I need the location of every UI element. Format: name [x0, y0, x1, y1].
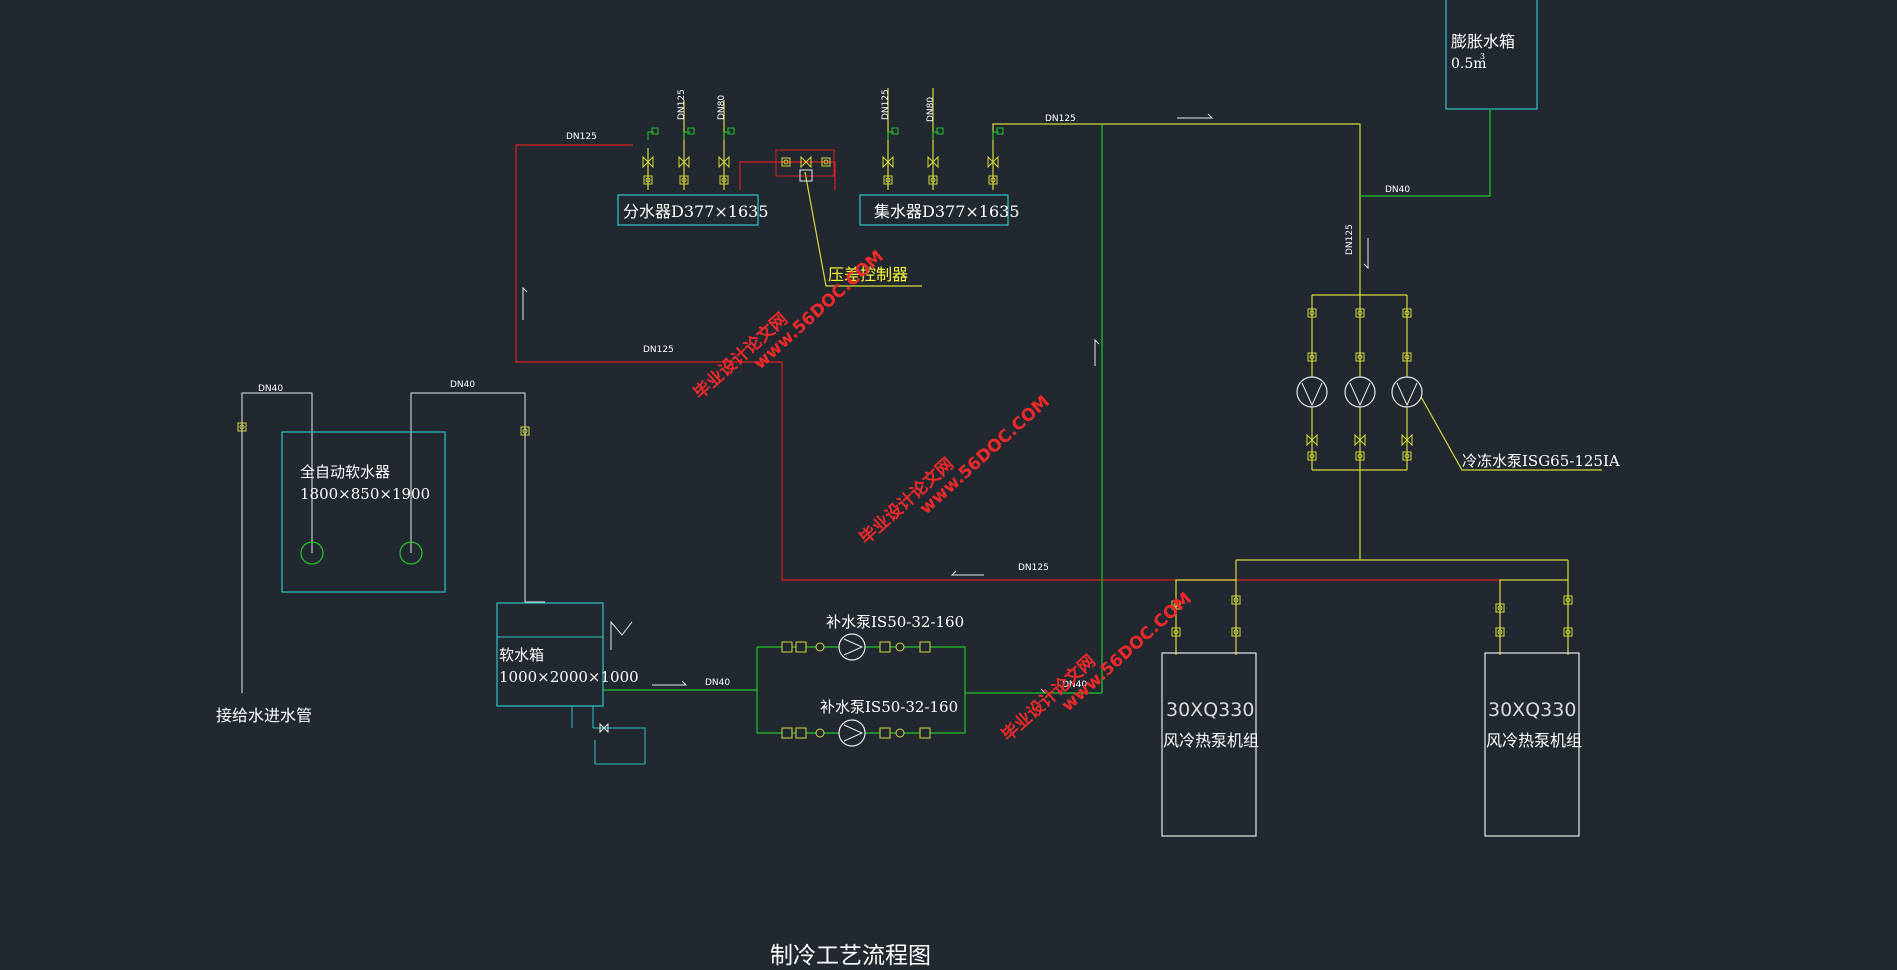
- heat-pump-unit-2: 30XQ330 风冷热泵机组: [1484, 595, 1582, 837]
- pipe-label-coll-branch-1: DN125: [881, 89, 891, 120]
- water-collector: 集水器D377×1635: [859, 194, 1020, 226]
- makeup-pump-2-label: 补水泵IS50-32-160: [820, 698, 958, 716]
- water-inlet-label: 接给水进水管: [216, 706, 312, 725]
- softener-valves: [237, 422, 609, 734]
- pipe-label-softener-out: DN40: [450, 380, 475, 390]
- water-softener: 全自动软水器 1800×850×1900: [281, 431, 446, 593]
- expansion-tank-name: 膨胀水箱: [1451, 32, 1515, 51]
- unit-1-model: 30XQ330: [1166, 699, 1254, 721]
- pipe-label-dist-main: DN125: [566, 132, 597, 142]
- pipe-label-softener-in: DN40: [258, 384, 283, 394]
- chilled-water-pumps: 冷冻水泵ISG65-125IA: [1296, 308, 1620, 470]
- unit-1-name: 风冷热泵机组: [1163, 731, 1259, 750]
- chilled-pump-1: [1296, 376, 1328, 408]
- heat-pump-unit-1: 30XQ330 风冷热泵机组: [1161, 595, 1259, 837]
- watermark-url-3: www.56DOC.COM: [1058, 589, 1196, 716]
- pipe-label-coll-main: DN125: [1045, 114, 1076, 124]
- pipe-labels: DN125 DN125 DN80 DN125 DN80 DN125 DN40 D…: [258, 89, 1410, 690]
- makeup-pump-1-label: 补水泵IS50-32-160: [826, 613, 964, 631]
- unit-2-name: 风冷热泵机组: [1486, 731, 1582, 750]
- diagram-title: 制冷工艺流程图: [770, 943, 931, 969]
- unit-2-model: 30XQ330: [1488, 699, 1576, 721]
- expansion-tank-volume-sup: 3: [1480, 52, 1485, 61]
- chilled-pump-3: [1391, 376, 1423, 408]
- pipe-label-exp-line: DN40: [1385, 185, 1410, 195]
- pipe-label-dist-branch-2: DN80: [717, 95, 727, 120]
- makeup-pump-2: 补水泵IS50-32-160: [781, 698, 958, 747]
- watermarks: 毕业设计论文网 www.56DOC.COM 毕业设计论文网 www.56DOC.…: [689, 247, 1196, 746]
- soft-tank-name: 软水箱: [499, 646, 544, 664]
- makeup-pump-1: 补水泵IS50-32-160: [781, 613, 964, 661]
- chilled-pump-2: [1344, 376, 1376, 408]
- pipe-label-red-bottom: DN125: [1018, 563, 1049, 573]
- watermark-url-1: www.56DOC.COM: [750, 247, 888, 374]
- expansion-tank-volume: 0.5m: [1451, 56, 1487, 72]
- chilled-pump-label: 冷冻水泵ISG65-125IA: [1462, 452, 1620, 470]
- pipe-label-makeup-out: DN40: [1062, 680, 1087, 690]
- pipe-label-coll-branch-2: DN80: [926, 97, 936, 122]
- pipe-label-makeup-in: DN40: [705, 678, 730, 688]
- pipe-label-vertical-main: DN125: [1345, 224, 1355, 255]
- pipe-label-dist-branch-1: DN125: [677, 89, 687, 120]
- softener-name: 全自动软水器: [300, 463, 390, 481]
- soft-water-tank: 软水箱 1000×2000×1000: [496, 602, 646, 765]
- softener-size: 1800×850×1900: [300, 485, 430, 503]
- flow-arrows: [522, 113, 1369, 694]
- pressure-controller-label: 压差控制器: [828, 265, 908, 284]
- watermark-url-2: www.56DOC.COM: [916, 392, 1054, 519]
- pipe-label-red-mid: DN125: [643, 345, 674, 355]
- water-distributor: 分水器D377×1635: [617, 194, 769, 226]
- soft-tank-size: 1000×2000×1000: [499, 668, 639, 686]
- collector-label: 集水器D377×1635: [874, 202, 1020, 221]
- expansion-tank: 膨胀水箱 0.5m 3: [1445, 0, 1538, 110]
- distributor-label: 分水器D377×1635: [623, 202, 769, 221]
- yellow-pipe-network: [647, 88, 1602, 655]
- pressure-controller: 压差控制器: [775, 149, 908, 284]
